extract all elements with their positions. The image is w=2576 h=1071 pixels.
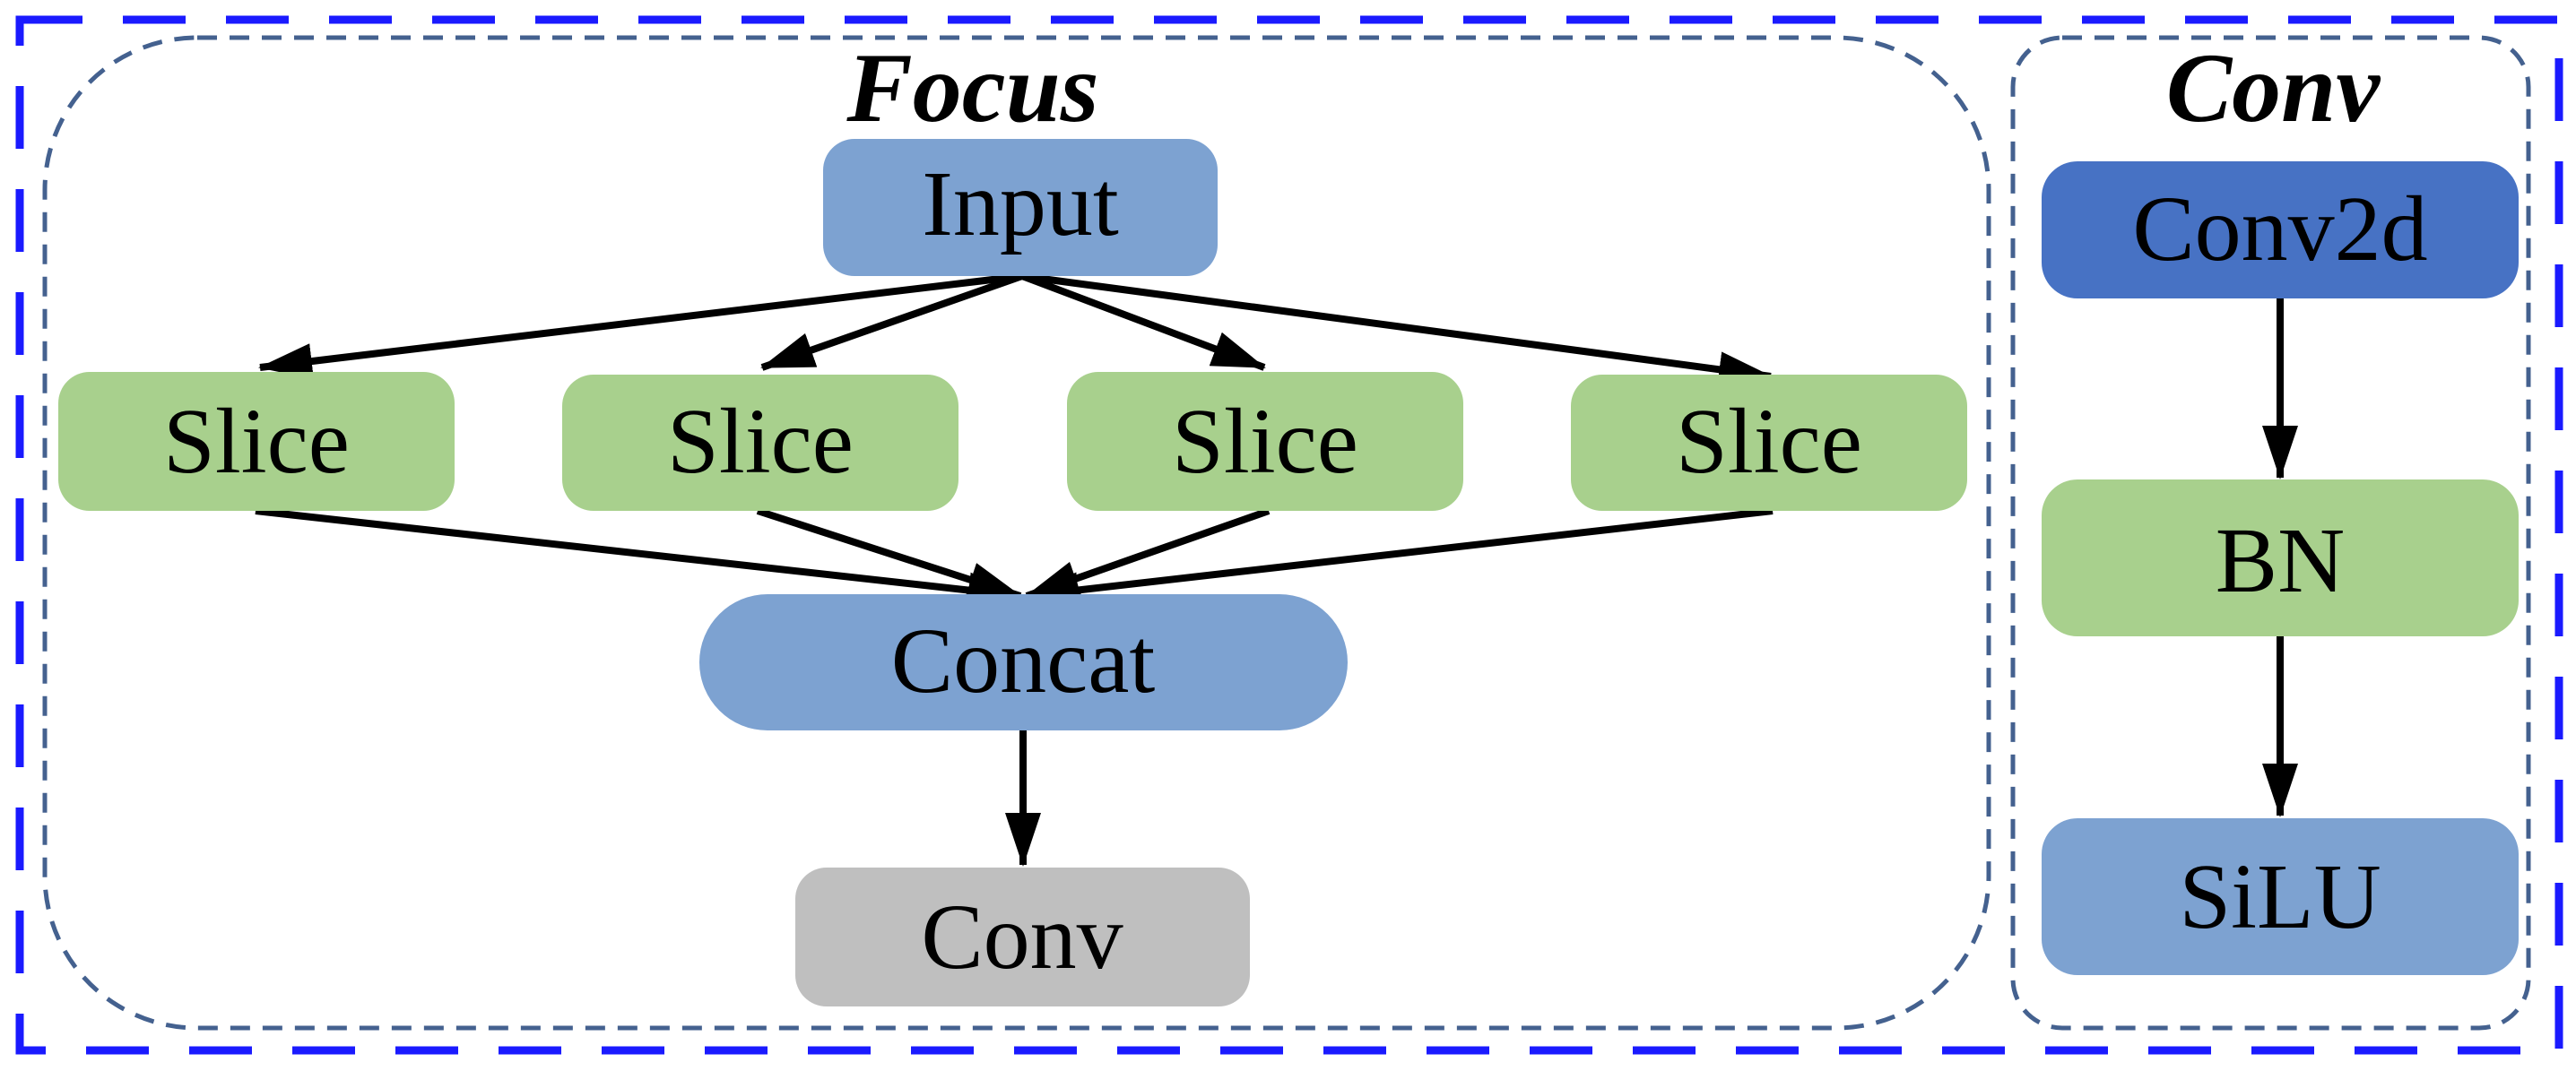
arrow-input-to-slice-3: [1020, 272, 1266, 371]
conv-group-title: Conv: [2166, 33, 2381, 143]
slice-node-label: Slice: [667, 390, 854, 493]
input-node-box: [823, 139, 1218, 276]
conv2d-node: Conv2d: [2042, 161, 2519, 298]
slice-node-box: [562, 375, 958, 511]
arrow-input-to-slice-2: [760, 272, 1024, 371]
focus-group-border: [42, 35, 1991, 1031]
arrow-slice-4-to-concat: [1025, 507, 1774, 609]
slice-node: Slice: [58, 372, 455, 511]
slice-node-box: [1067, 372, 1463, 511]
arrow-input-to-slice-4: [1021, 272, 1773, 388]
slice-node: Slice: [1571, 375, 1967, 511]
conv-group-border: [2010, 35, 2531, 1031]
arrow-input-to-slice-1: [258, 272, 1023, 379]
focus-arrows: [255, 272, 1774, 867]
focus-group: Focus Input Slice Slice: [42, 33, 1991, 1031]
slice-node-label: Slice: [1172, 390, 1358, 493]
input-node-label: Input: [922, 152, 1119, 255]
conv-node: Conv: [795, 868, 1250, 1006]
concat-node: Concat: [699, 594, 1348, 730]
conv2d-node-box: [2042, 161, 2519, 298]
focus-group-title: Focus: [846, 33, 1098, 143]
input-node: Input: [823, 139, 1218, 276]
silu-node: SiLU: [2042, 818, 2519, 975]
slice-node-box: [58, 372, 455, 511]
conv-group: Conv Conv2d BN SiLU: [2010, 33, 2531, 1031]
conv-node-box: [795, 868, 1250, 1006]
slice-node-label: Slice: [1676, 390, 1862, 493]
arrow-slice-1-to-concat: [255, 507, 1022, 609]
concat-node-label: Concat: [891, 609, 1156, 713]
bn-node-box: [2042, 479, 2519, 636]
slice-node: Slice: [562, 375, 958, 511]
arrow-slice-2-to-concat: [756, 507, 1022, 600]
concat-node-box: [699, 594, 1348, 730]
bn-node-label: BN: [2216, 509, 2345, 612]
slice-node-label: Slice: [163, 390, 350, 493]
conv-node-label: Conv: [921, 885, 1123, 989]
outer-border: [15, 15, 2563, 1055]
silu-node-label: SiLU: [2179, 845, 2381, 948]
slice-node-box: [1571, 375, 1967, 511]
bn-node: BN: [2042, 479, 2519, 636]
conv2d-node-label: Conv2d: [2132, 177, 2427, 281]
slice-node: Slice: [1067, 372, 1463, 511]
silu-node-box: [2042, 818, 2519, 975]
